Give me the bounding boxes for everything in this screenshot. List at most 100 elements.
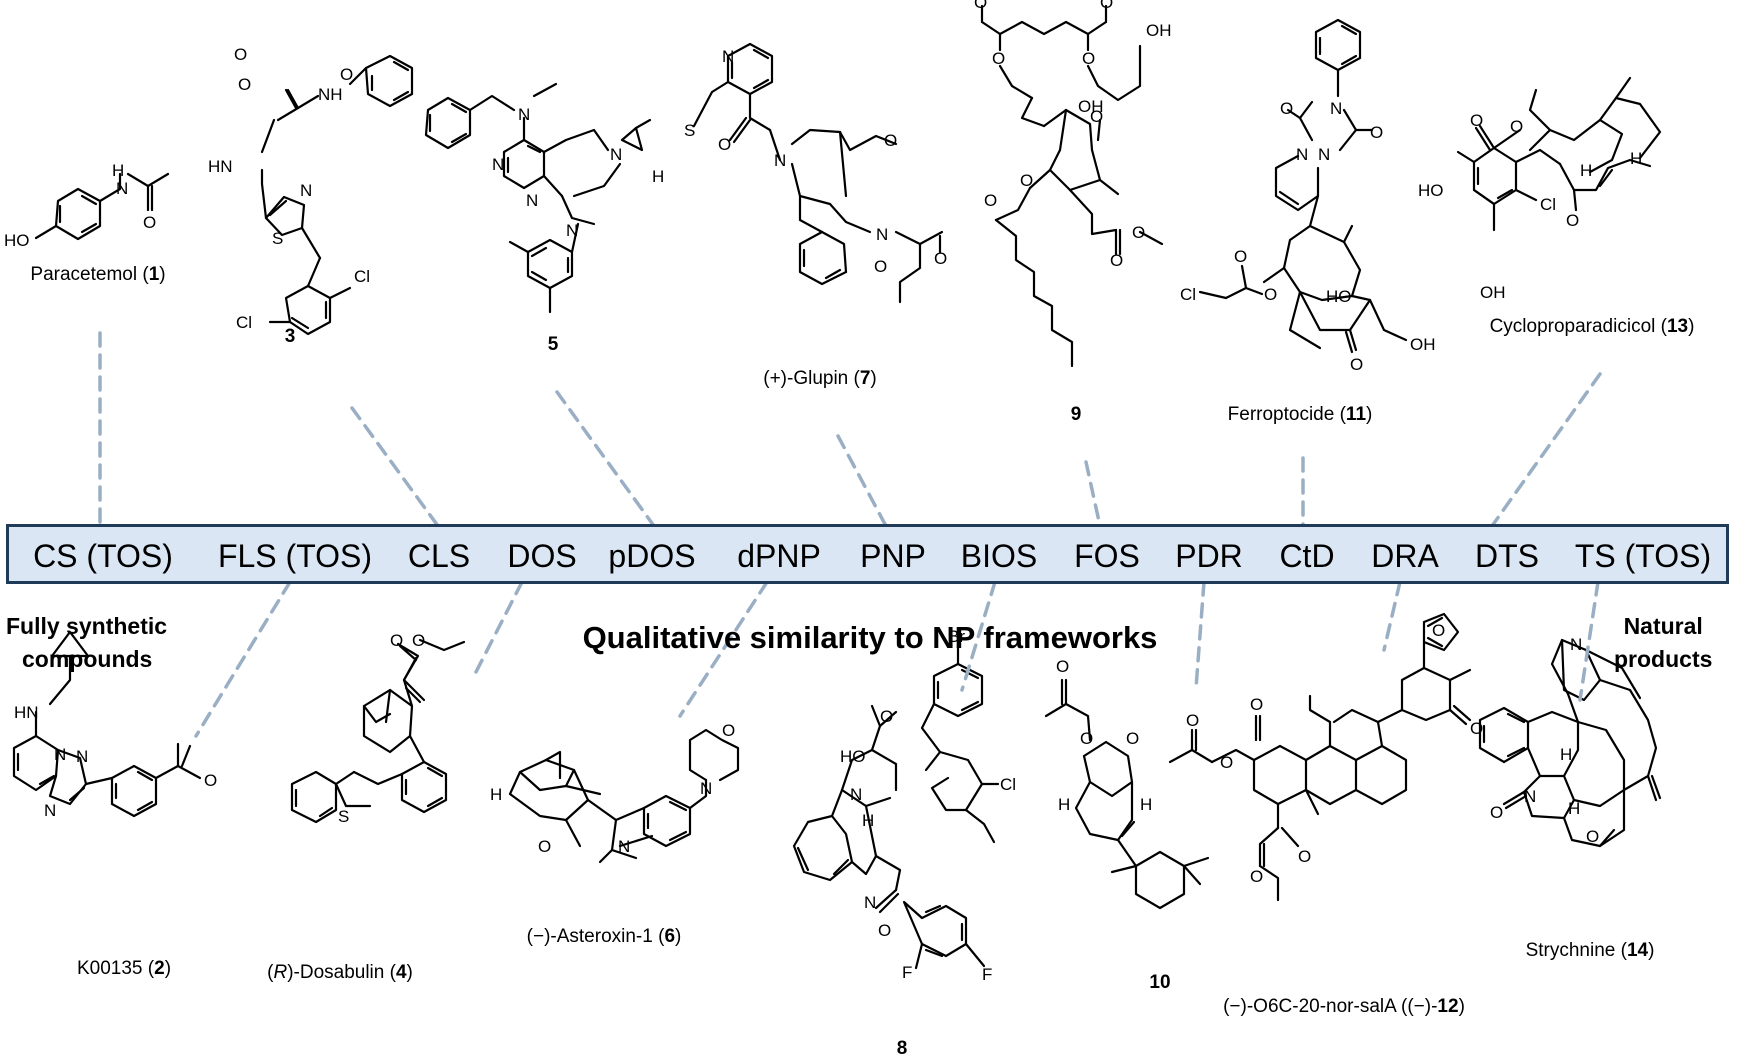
- structure-2: [12, 630, 202, 818]
- approach-cs: CS (TOS): [33, 538, 173, 574]
- atom-label: H: [1560, 745, 1572, 764]
- atom-label: O: [1250, 867, 1263, 886]
- atom-label: H: [1630, 149, 1642, 168]
- atom-label: OH: [1480, 283, 1506, 302]
- atom-label: O: [1490, 803, 1503, 822]
- atom-label: O: [984, 191, 997, 210]
- atom-label: O: [1350, 355, 1363, 374]
- atom-label: O: [1090, 107, 1103, 126]
- atom-label: H: [112, 161, 124, 180]
- natural-products-label: Natural products: [1614, 613, 1713, 672]
- compound-7-caption: (+)-Glupin (7): [763, 368, 877, 389]
- structure-10: [1044, 678, 1210, 910]
- atom-label: N: [618, 837, 630, 856]
- atom-label: O: [1220, 753, 1233, 772]
- atom-label: OH: [1410, 335, 1436, 354]
- compound-8-caption: 8: [896, 1038, 908, 1059]
- atom-label: H: [1058, 795, 1070, 814]
- atom-label: H: [1140, 795, 1152, 814]
- structure-11: [1198, 18, 1408, 354]
- atom-label: O: [412, 631, 425, 650]
- atom-label: N: [1570, 635, 1582, 654]
- atom-label: O: [390, 631, 403, 650]
- structure-1: [34, 172, 170, 241]
- atom-label: OH: [1078, 97, 1104, 116]
- structure-5: [424, 82, 652, 314]
- atom-label: N: [1318, 145, 1330, 164]
- atom-label: N: [566, 221, 578, 240]
- atom-label: S: [338, 807, 349, 826]
- atom-labels: HO H N O O HN O NH O N S Cl Cl N N N N N…: [4, 0, 1642, 984]
- atom-label: O: [1056, 657, 1069, 676]
- atom-label: O: [1126, 729, 1139, 748]
- structure-6: [508, 728, 740, 864]
- structure-8: [792, 642, 1000, 970]
- atom-label: O: [880, 707, 893, 726]
- approach-fls: FLS (TOS): [217, 538, 373, 574]
- atom-label: O: [878, 921, 891, 940]
- atom-label: N: [518, 105, 530, 124]
- compound-5-caption: 5: [547, 334, 559, 355]
- atom-label: N: [850, 785, 862, 804]
- atom-label: O: [722, 721, 735, 740]
- atom-label: O: [1586, 827, 1599, 846]
- atom-label: F: [982, 965, 992, 984]
- compound-6-caption: (−)-Asteroxin-1 (6): [526, 926, 682, 947]
- atom-label: O: [1020, 171, 1033, 190]
- compound-1-caption: Paracetemol (1): [30, 264, 166, 285]
- compound-11-caption: Ferroptocide (11): [1227, 404, 1373, 425]
- atom-label: N: [876, 225, 888, 244]
- atom-label: HO: [1326, 287, 1352, 306]
- atom-label: HN: [208, 157, 233, 176]
- structure-4: [290, 638, 466, 824]
- approach-pdr: PDR: [1175, 538, 1243, 574]
- atom-label: N: [610, 145, 622, 164]
- atom-label: N: [722, 47, 734, 66]
- approach-dra: DRA: [1371, 538, 1439, 574]
- atom-label: Br: [948, 627, 965, 646]
- atom-label: O: [143, 213, 156, 232]
- atom-label: HO: [840, 747, 866, 766]
- atom-label: N: [864, 893, 876, 912]
- atom-label: Cl: [236, 313, 252, 332]
- atom-label: O: [1566, 211, 1579, 230]
- atom-label: F: [902, 963, 912, 982]
- atom-label: O: [1470, 111, 1483, 130]
- atom-label: Cl: [1540, 195, 1556, 214]
- atom-label: N: [54, 745, 66, 764]
- atom-label: H: [490, 785, 502, 804]
- atom-label: O: [1470, 719, 1483, 738]
- atom-label: O: [1132, 223, 1145, 242]
- approach-dos: DOS: [507, 538, 577, 574]
- compound-3-caption: 3: [284, 326, 296, 347]
- approach-cls: CLS: [407, 538, 471, 574]
- atom-label: O: [1080, 729, 1093, 748]
- connector-dashes: [98, 331, 1602, 738]
- atom-label: Cl: [1180, 285, 1196, 304]
- compound-2-caption: K00135 (2): [76, 958, 172, 979]
- approach-pdos: pDOS: [608, 538, 696, 574]
- atom-label: O: [340, 65, 353, 84]
- atom-label: HN: [14, 703, 39, 722]
- atom-label: Cl: [354, 267, 370, 286]
- atom-label: O: [874, 257, 887, 276]
- approach-bios: BIOS: [960, 538, 1038, 574]
- structure-14: [1478, 638, 1662, 848]
- atom-label: O: [1370, 123, 1383, 142]
- structure-13: [1456, 76, 1662, 232]
- axis-title: Qualitative similarity to NP frameworks: [582, 620, 1158, 655]
- atom-label: O: [1186, 711, 1199, 730]
- atom-label: O: [1110, 251, 1123, 270]
- atom-label: N: [1296, 145, 1308, 164]
- approach-band: CS (TOS) FLS (TOS) CLS DOS pDOS dPNP PNP…: [6, 524, 1729, 584]
- atom-label: O: [1510, 117, 1523, 136]
- atom-label: OH: [1146, 21, 1172, 40]
- atom-label: N: [1330, 99, 1342, 118]
- atom-label: O: [238, 75, 251, 94]
- atom-label: O: [1234, 247, 1247, 266]
- atom-label: Cl: [1000, 775, 1016, 794]
- atom-label: N: [116, 179, 128, 198]
- atom-label: N: [774, 151, 786, 170]
